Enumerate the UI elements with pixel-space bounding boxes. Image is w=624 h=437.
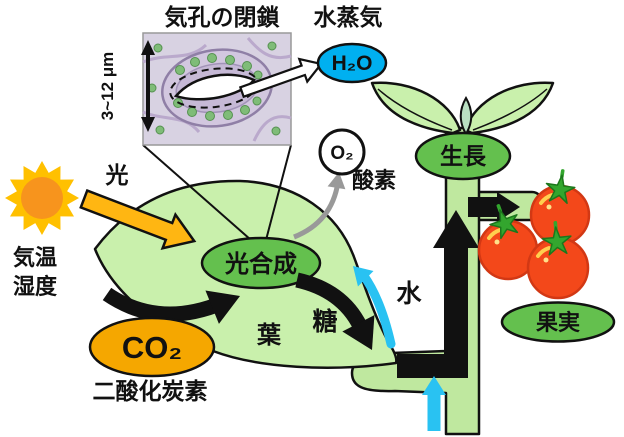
sugar-arrow-head xyxy=(342,315,375,350)
sugar-label: 糖 xyxy=(312,307,337,336)
light-label: 光 xyxy=(105,162,129,188)
stoma-micrograph xyxy=(142,32,292,146)
growth-arrow-head xyxy=(433,210,479,248)
sugar-arrow xyxy=(295,272,367,330)
o2-node xyxy=(318,128,366,176)
leaf-label: 葉 xyxy=(256,322,282,349)
co2-arrow-head xyxy=(205,290,240,324)
tomato-left xyxy=(477,198,539,281)
growth-label: 生長 xyxy=(440,143,487,169)
plant-leaf-right xyxy=(463,81,555,135)
fruit-label: 果実 xyxy=(536,310,580,335)
oxygen-arrow-head xyxy=(327,172,346,190)
water-label: 水 xyxy=(396,280,422,308)
callout-line-right xyxy=(265,144,292,241)
water-vapor-arrow xyxy=(238,57,324,99)
callout-line-left xyxy=(142,144,252,241)
oxygen-label: 酸素 xyxy=(352,168,396,193)
h2o-node xyxy=(316,42,388,84)
water-up-leaf-arrow xyxy=(359,271,396,349)
stoma-opening xyxy=(173,73,257,101)
tomato-top xyxy=(529,166,591,246)
water-vapor-label: 水蒸気 xyxy=(314,4,383,30)
plant-leaf-left xyxy=(370,81,462,135)
h2o-label: H₂O xyxy=(332,52,373,75)
photosynthesis-label: 光合成 xyxy=(224,250,297,278)
photosynthesis-node xyxy=(200,236,322,290)
plant-bud xyxy=(459,96,473,136)
light-arrow xyxy=(79,188,197,251)
transport-arrow-shaft xyxy=(397,246,468,378)
leaf-vein-left xyxy=(377,88,453,131)
growth-node xyxy=(414,131,512,181)
stomata-size-label: 3~12 μm xyxy=(98,52,117,121)
tomatoes xyxy=(477,166,591,300)
co2-label: CO₂ xyxy=(122,330,182,365)
oxygen-arrow xyxy=(293,181,341,240)
air-temperature-label: 気温 xyxy=(13,245,57,270)
humidity-label: 湿度 xyxy=(13,274,58,299)
water-up-leaf-arrow-head xyxy=(353,266,374,287)
stomata-title: 気孔の閉鎖 xyxy=(165,4,281,30)
carbon-dioxide-label: 二酸化炭素 xyxy=(93,378,208,404)
co2-arrow xyxy=(102,287,225,322)
sun-icon xyxy=(5,161,79,235)
o2-label: O₂ xyxy=(330,143,353,164)
leaf-vein-right xyxy=(472,88,548,131)
water-root-arrow-head xyxy=(422,376,446,395)
tomato-bottom xyxy=(526,219,590,300)
fruit-node xyxy=(500,301,616,343)
co2-node xyxy=(88,316,216,378)
size-double-arrow xyxy=(141,40,155,132)
